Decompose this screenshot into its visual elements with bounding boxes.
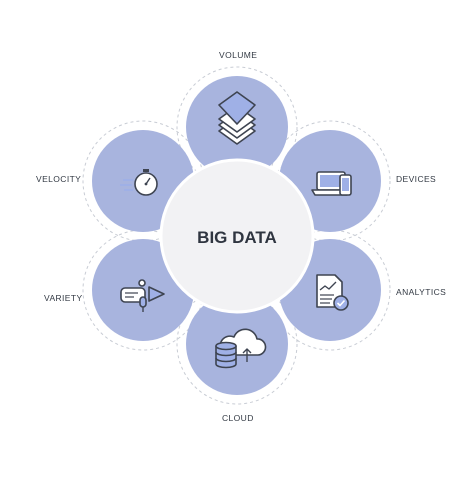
label-volume: VOLUME	[219, 50, 258, 60]
ring-volume	[176, 66, 298, 188]
center-circle	[159, 158, 315, 314]
report-checklist-icon	[316, 274, 349, 311]
center-title: BIG DATA	[197, 228, 277, 247]
label-variety: VARIETY	[44, 293, 83, 303]
cloud-database-icon	[215, 328, 267, 369]
megaphone-message-icon	[120, 279, 165, 312]
label-devices: DEVICES	[396, 174, 437, 184]
label-cloud: CLOUD	[222, 413, 254, 423]
laptop-phone-icon	[311, 171, 352, 196]
stacked-layers-icon	[218, 91, 256, 145]
label-analytics: ANALYTICS	[396, 287, 447, 297]
stopwatch-icon	[120, 169, 158, 196]
label-velocity: VELOCITY	[36, 174, 82, 184]
